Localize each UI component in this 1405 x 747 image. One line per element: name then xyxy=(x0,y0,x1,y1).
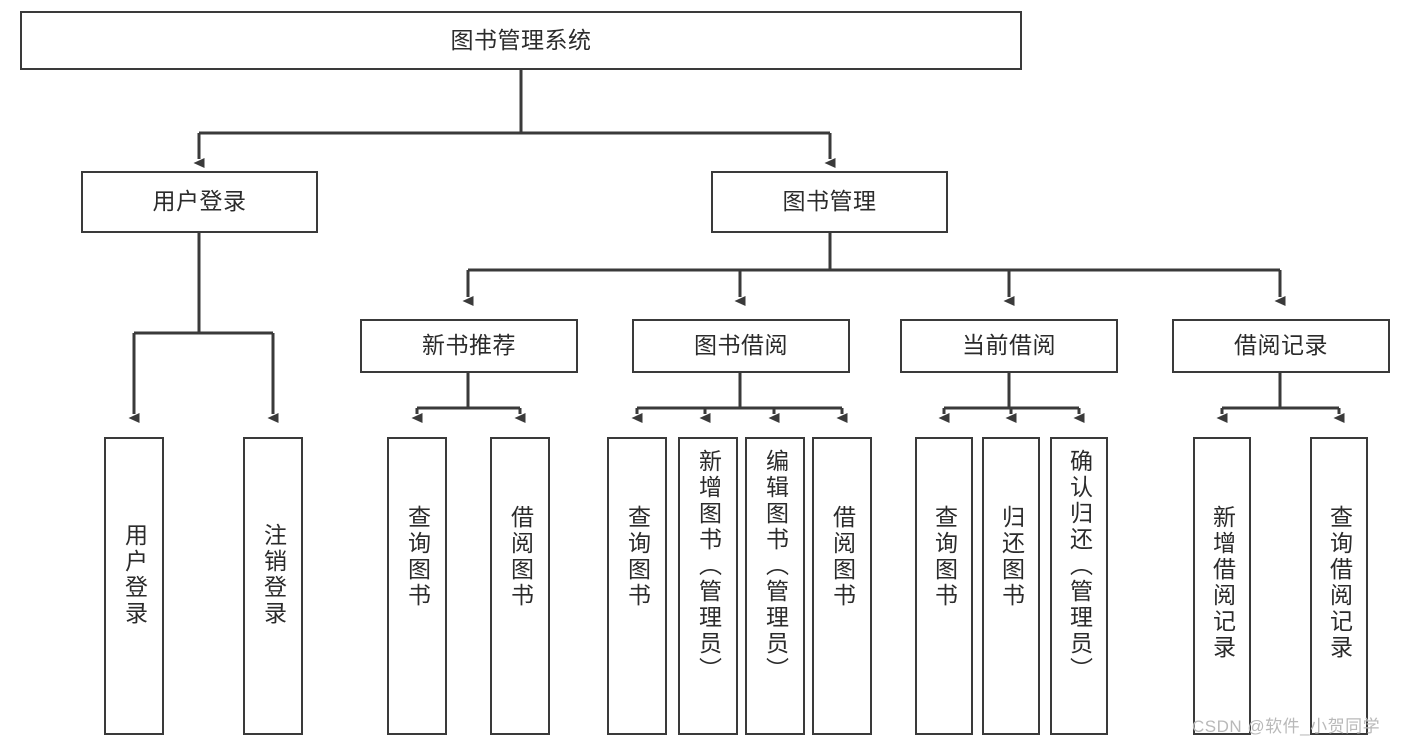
leaf-return-book[interactable]: 归还图书 xyxy=(982,437,1040,735)
node-label: 查询图书 xyxy=(624,505,651,609)
leaf-logout-login[interactable]: 注销登录 xyxy=(243,437,303,735)
node-root-book-management-system[interactable]: 图书管理系统 xyxy=(20,11,1022,70)
node-label: 归还图书 xyxy=(998,505,1025,609)
node-label: 用户登录 xyxy=(152,188,247,215)
node-label: 图书借阅 xyxy=(694,332,788,359)
leaf-user-login[interactable]: 用户登录 xyxy=(104,437,164,735)
leaf-add-book-admin[interactable]: 新增图书（管理员） xyxy=(678,437,738,735)
node-label: 查询借阅记录 xyxy=(1326,505,1353,661)
leaf-borrow-book-recommendation[interactable]: 借阅图书 xyxy=(490,437,550,735)
node-label: 注销登录 xyxy=(260,523,287,627)
leaf-add-borrowing-record[interactable]: 新增借阅记录 xyxy=(1193,437,1251,735)
node-book-borrowing[interactable]: 图书借阅 xyxy=(632,319,850,373)
node-label: 图书管理系统 xyxy=(450,26,592,53)
node-label: 用户登录 xyxy=(121,523,148,627)
node-label: 编辑图书（管理员） xyxy=(762,449,789,683)
node-current-borrowing[interactable]: 当前借阅 xyxy=(900,319,1118,373)
node-borrowing-record[interactable]: 借阅记录 xyxy=(1172,319,1390,373)
node-label: 查询图书 xyxy=(931,505,958,609)
leaf-confirm-return-admin[interactable]: 确认归还（管理员） xyxy=(1050,437,1108,735)
node-book-management[interactable]: 图书管理 xyxy=(711,171,948,233)
node-label: 新增图书（管理员） xyxy=(695,449,722,683)
node-label: 当前借阅 xyxy=(962,332,1056,359)
leaf-query-book-recommendation[interactable]: 查询图书 xyxy=(387,437,447,735)
node-label: 新书推荐 xyxy=(422,332,516,359)
node-user-login[interactable]: 用户登录 xyxy=(81,171,318,233)
leaf-edit-book-admin[interactable]: 编辑图书（管理员） xyxy=(745,437,805,735)
leaf-query-book-borrowing[interactable]: 查询图书 xyxy=(607,437,667,735)
leaf-borrow-book-borrowing[interactable]: 借阅图书 xyxy=(812,437,872,735)
node-new-book-recommendation[interactable]: 新书推荐 xyxy=(360,319,578,373)
leaf-query-borrowing-record[interactable]: 查询借阅记录 xyxy=(1310,437,1368,735)
node-label: 借阅记录 xyxy=(1234,332,1328,359)
node-label: 借阅图书 xyxy=(829,505,856,609)
csdn-watermark: CSDN @软件_小贺同学 xyxy=(1192,717,1381,736)
node-label: 借阅图书 xyxy=(507,505,534,609)
node-label: 查询图书 xyxy=(404,505,431,609)
node-label: 新增借阅记录 xyxy=(1209,505,1236,661)
node-label: 确认归还（管理员） xyxy=(1066,449,1093,683)
leaf-query-book-current[interactable]: 查询图书 xyxy=(915,437,973,735)
node-label: 图书管理 xyxy=(782,188,877,215)
